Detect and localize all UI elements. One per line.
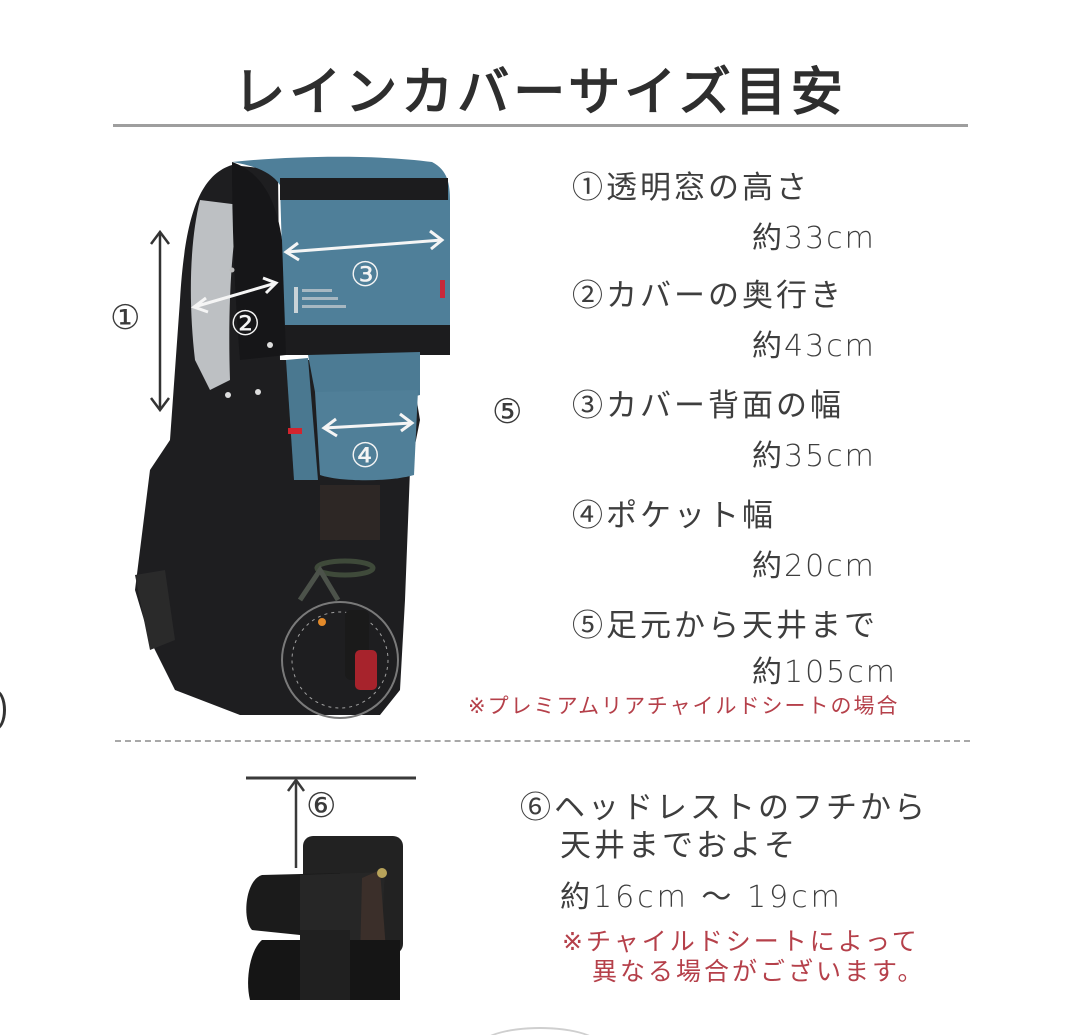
spec-footnote: ※プレミアムリアチャイルドシートの場合 bbox=[468, 694, 900, 718]
marker-4-label: ④ bbox=[350, 436, 381, 476]
spec-value: 約105cm bbox=[752, 655, 897, 690]
spec-value: 約33cm bbox=[752, 221, 876, 256]
section-divider bbox=[115, 740, 970, 742]
spec-label-line1: ヘッドレストのフチから bbox=[554, 790, 928, 826]
marker-3-label: ③ bbox=[350, 255, 381, 295]
spec-item-cover-depth: ②カバーの奥行き 約43cm bbox=[572, 270, 876, 365]
headrest-note-line1: ※チャイルドシートによって bbox=[562, 927, 920, 956]
spec-item-total-height: ⑤足元から天井まで 約105cm bbox=[572, 600, 897, 691]
spec-label: カバーの奥行き bbox=[606, 278, 844, 314]
marker-5-label: ⑤ bbox=[492, 392, 523, 432]
spec-num: ③ bbox=[572, 388, 606, 424]
headrest-spec-line2: 天井までおよそ bbox=[560, 828, 798, 864]
headrest-note-line2: 異なる場合がございます。 bbox=[592, 957, 926, 986]
spec-item-pocket-width: ④ポケット幅 約20cm bbox=[572, 490, 876, 585]
spec-label: 透明窓の高さ bbox=[606, 170, 810, 206]
spec-label: カバー背面の幅 bbox=[606, 388, 844, 424]
headrest-spec: ⑥ヘッドレストのフチから bbox=[520, 782, 928, 827]
marker-2-label: ② bbox=[230, 304, 261, 344]
spec-item-window-height: ①透明窓の高さ 約33cm bbox=[572, 162, 876, 257]
marker-6-label: ⑥ bbox=[306, 786, 337, 826]
spec-item-back-width: ③カバー背面の幅 約35cm bbox=[572, 380, 876, 475]
spec-num: ④ bbox=[572, 498, 606, 534]
title-underline bbox=[113, 124, 968, 127]
spec-label: 足元から天井まで bbox=[606, 608, 878, 644]
spec-num: ⑤ bbox=[572, 608, 606, 644]
headrest-photo bbox=[246, 776, 416, 1000]
spec-label: ポケット幅 bbox=[606, 498, 776, 534]
marker-1-label: ① bbox=[110, 298, 141, 338]
page-title: レインカバーサイズ目安 bbox=[233, 63, 847, 123]
edge-fragment-decoration bbox=[0, 690, 6, 730]
spec-num: ⑥ bbox=[520, 790, 554, 826]
spec-num: ① bbox=[572, 170, 606, 206]
headrest-spec-value: 約16cm ～ 19cm bbox=[560, 880, 843, 915]
spec-value: 約35cm bbox=[752, 439, 876, 474]
spec-num: ② bbox=[572, 278, 606, 314]
bottom-tab-edge bbox=[478, 1027, 602, 1035]
spec-value: 約43cm bbox=[752, 329, 876, 364]
spec-value: 約20cm bbox=[752, 549, 876, 584]
rain-cover-photo bbox=[135, 156, 450, 719]
